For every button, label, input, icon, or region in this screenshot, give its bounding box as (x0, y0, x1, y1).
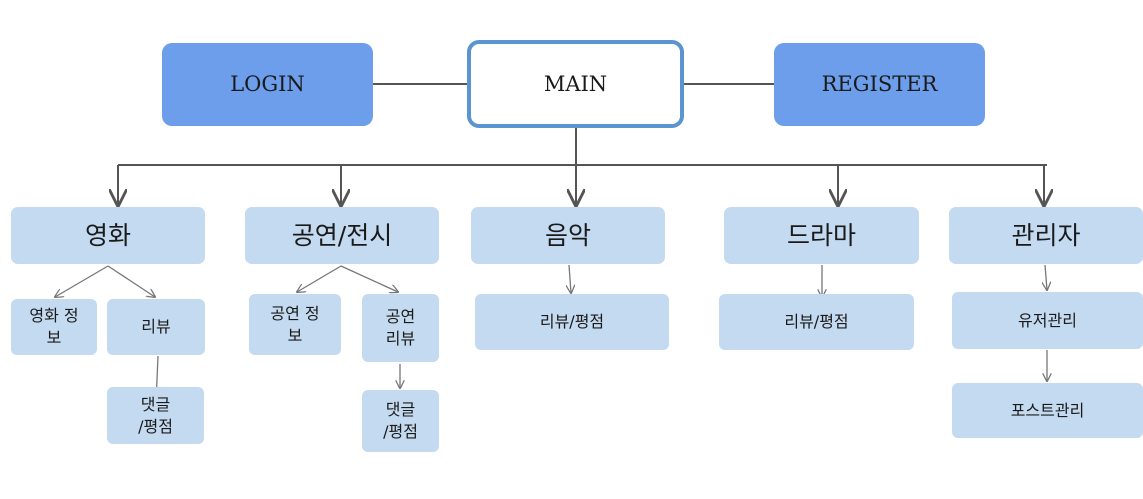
drama-review-box: 리뷰/평점 (719, 294, 914, 350)
performance-comment-box: 댓글 /평점 (362, 390, 439, 452)
category-movie: 영화 (11, 207, 205, 264)
arrow-admin-users (1045, 264, 1047, 290)
category-performance: 공연/전시 (245, 207, 439, 264)
main-box: MAIN (467, 40, 684, 128)
movie-review-box: 리뷰 (107, 299, 205, 355)
arrow-music-review (569, 264, 571, 293)
category-music: 음악 (471, 207, 665, 264)
category-admin: 관리자 (949, 207, 1143, 264)
movie-info-box: 영화 정 보 (11, 299, 97, 355)
music-review-box: 리뷰/평점 (475, 294, 669, 350)
arrow-movie-info (55, 265, 109, 297)
arrow-perf-info (297, 265, 342, 292)
category-drama: 드라마 (724, 207, 919, 264)
movie-comment-box: 댓글 /평점 (107, 387, 204, 444)
admin-posts-box: 포스트관리 (952, 383, 1143, 438)
performance-review-box: 공연 리뷰 (362, 294, 439, 362)
performance-info-box: 공연 정 보 (249, 294, 341, 355)
arrow-movie-review (107, 265, 155, 297)
admin-users-box: 유저관리 (952, 292, 1143, 349)
login-box: LOGIN (162, 43, 373, 126)
register-box: REGISTER (774, 43, 985, 126)
arrow-perf-review (340, 265, 398, 292)
